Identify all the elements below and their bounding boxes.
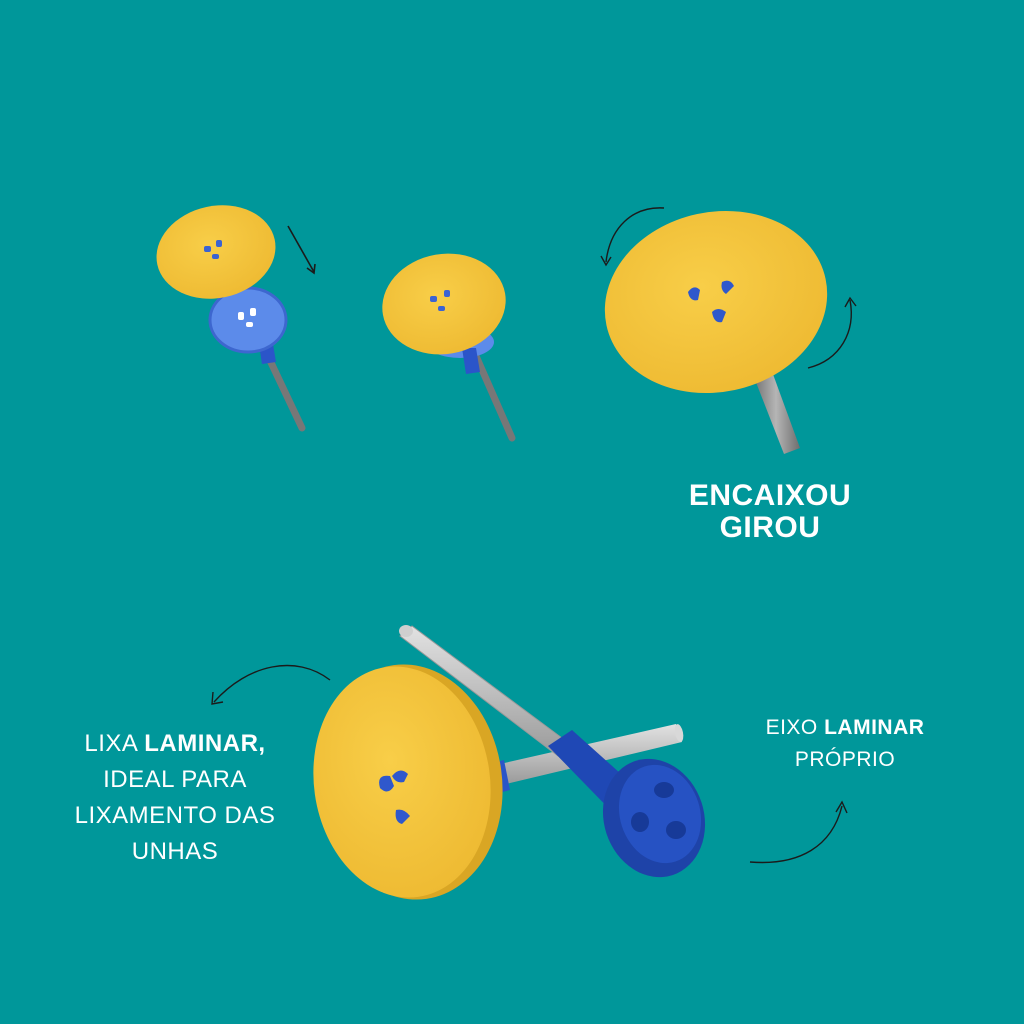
curved-arrow-icon (844, 296, 857, 308)
caption-right-prefix: EIXO (765, 716, 825, 739)
step2-disc (382, 253, 506, 355)
product-mandrel-teeth (631, 782, 686, 839)
caption-main-line2: GIROU (719, 511, 821, 544)
step2-disc-holes (430, 290, 450, 311)
eixo-laminar-caption: EIXO LAMINAR PRÓPRIO (740, 712, 950, 776)
curved-arrow-icon (605, 207, 665, 263)
step1-shaft (262, 348, 306, 432)
caption-left-line4: UNHAS (131, 838, 219, 865)
step2-mandrel-neck (462, 348, 480, 374)
caption-left-bold: LAMINAR, (144, 730, 266, 757)
caption-left-line2: IDEAL PARA (103, 766, 247, 793)
lixa-laminar-caption: LIXA LAMINAR, IDEAL PARA LIXAMENTO DAS U… (50, 726, 300, 870)
step1-disc (156, 205, 276, 299)
step1-mandrel-holes (238, 308, 256, 327)
caption-right-line2: PRÓPRIO (794, 748, 896, 771)
caption-main-line1: ENCAIXOU (688, 479, 852, 512)
step2-shaft (472, 352, 516, 442)
product-mandrel-shaft-tip (399, 625, 413, 637)
product-disc-holes (379, 770, 410, 824)
caption-right-bold: LAMINAR (824, 716, 925, 739)
product-mandrel-head-face (618, 764, 702, 864)
curved-arrow-icon (211, 691, 224, 705)
product-shaft-light-end (674, 724, 684, 742)
step2-assembly (382, 253, 516, 442)
step3-assembly (600, 207, 857, 454)
curved-arrow-icon (807, 299, 852, 369)
caption-left-line1: LIXA LAMINAR, (50, 726, 300, 762)
step1-disc-holes (204, 240, 222, 259)
step3-disc (604, 210, 828, 394)
curved-arrow-icon (835, 800, 848, 814)
curved-arrow-icon (213, 664, 331, 703)
step1-assembly (156, 205, 316, 432)
caption-left-line3: LIXAMENTO DAS (74, 802, 276, 829)
caption-right-line1: EIXO LAMINAR (740, 712, 950, 744)
curved-arrow-icon (600, 255, 612, 267)
caption-left-prefix: LIXA (84, 730, 145, 757)
down-right-arrow-icon (287, 225, 316, 275)
curved-arrow-icon (749, 805, 843, 864)
encaixou-girou-caption: ENCAIXOU GIROU (660, 480, 880, 544)
step3-disc-holes (688, 280, 734, 323)
product-shot (211, 625, 848, 900)
step3-shaft (752, 366, 800, 454)
